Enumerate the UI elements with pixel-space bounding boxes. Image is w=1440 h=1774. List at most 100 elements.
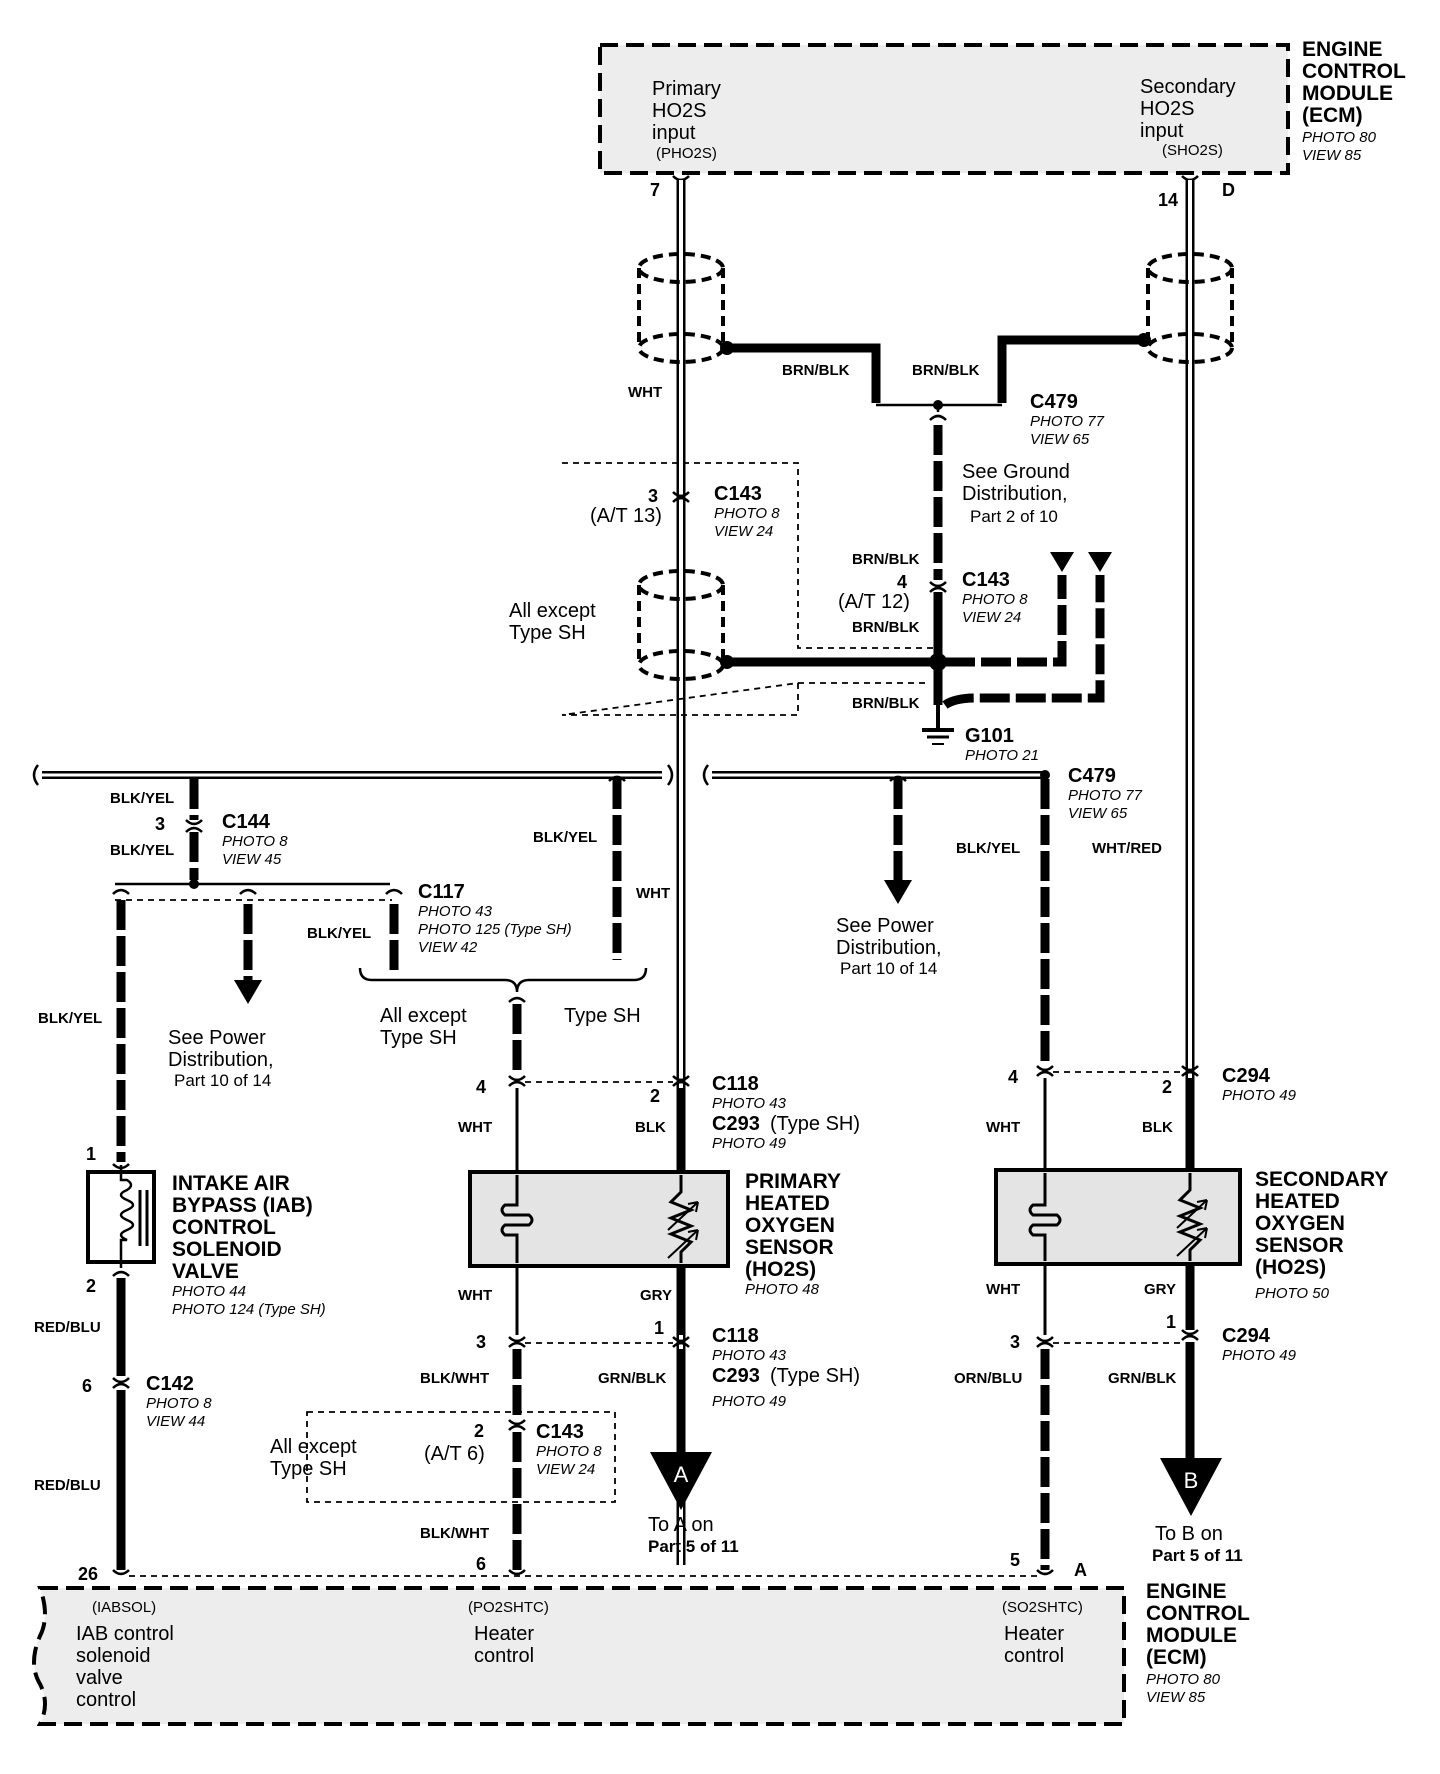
ecm-top-secondary-code: (SHO2S)	[1162, 142, 1223, 159]
pho2s-line3: OXYGEN	[745, 1214, 835, 1237]
sho2s-sensor	[994, 1168, 1242, 1266]
ecm-top-primary-line3: input	[652, 122, 696, 144]
note-power-left-line1: See Power	[168, 1027, 266, 1049]
arrow-a-line1: To A on	[648, 1514, 714, 1536]
c294-bottom-photo: PHOTO 49	[1222, 1347, 1297, 1364]
wire-label-wht-sho2s: WHT	[986, 1119, 1020, 1136]
c293-top-name: C293	[712, 1113, 760, 1135]
wire-ground-branch-2	[942, 575, 1105, 709]
c143-a-photo: PHOTO 8	[714, 505, 780, 522]
ecm-top-connector: D	[1222, 180, 1235, 200]
c118-bottom-pin-left: 3	[476, 1332, 486, 1352]
ground-branch-2-arrow	[1088, 552, 1112, 572]
wire-label-blk-yel-2: BLK/YEL	[110, 842, 174, 859]
c142-terminal	[112, 1377, 130, 1389]
type-selection-terminal	[508, 996, 526, 1003]
iab-terminals	[112, 1163, 130, 1277]
c143-c-pin: 2	[474, 1421, 484, 1441]
sho2s-line4: SENSOR	[1255, 1234, 1344, 1257]
pho2s-variable-arrow-1	[667, 1201, 699, 1231]
c117-name: C117	[418, 881, 465, 903]
ecm-top-pin14-terminal	[1181, 175, 1199, 182]
pho2s-heater-element	[500, 1175, 534, 1263]
wire-label-grn-blk-pho2s: GRN/BLK	[598, 1370, 666, 1387]
note-power-right-line2: Distribution,	[836, 937, 942, 959]
c118-bottom-terminals	[508, 1336, 690, 1348]
sho2s-variable-arrow-1	[1176, 1199, 1208, 1229]
c118-top-terminals	[508, 1075, 690, 1087]
iab-pin-bottom: 2	[86, 1276, 96, 1296]
sho2s-variable-arrow-2	[1176, 1227, 1208, 1257]
shield-middle-drain-node	[720, 655, 734, 669]
wire-blk-yel-bus-right	[702, 764, 1045, 786]
ecm-top-secondary-line2: HO2S	[1140, 98, 1194, 120]
c294-bottom-name: C294	[1222, 1325, 1271, 1347]
arrow-a-line2: Part 5 of 11	[648, 1537, 739, 1556]
ecm-top-pin7-terminal	[672, 175, 690, 182]
ecm-bottom-pin-so2: 5	[1010, 1550, 1020, 1570]
wire-label-gry-pho2s: GRY	[640, 1287, 672, 1304]
c143-b-pin-at: (A/T 12)	[838, 591, 910, 613]
pho2s-sensor	[468, 1170, 730, 1268]
note-ground-line1: See Ground	[962, 461, 1070, 483]
ground-branch-1-arrow	[1050, 552, 1074, 572]
c143-a-pin: 3	[648, 486, 658, 506]
c293-top-photo: PHOTO 49	[712, 1135, 787, 1152]
c143-b-view: VIEW 24	[962, 609, 1021, 626]
wire-blk-yel-bus-left	[32, 764, 674, 786]
note-type-sh: Type SH	[564, 1005, 641, 1027]
dotted-region-all-except-1	[561, 462, 938, 716]
ecm-bottom-title-line4: (ECM)	[1146, 1646, 1207, 1669]
c144-view: VIEW 45	[222, 851, 282, 868]
ecm-bottom-iab-line1: IAB control	[76, 1623, 174, 1645]
wire-label-blk-yel-3: BLK/YEL	[307, 925, 371, 942]
iab-pin-top: 1	[86, 1144, 96, 1164]
c118-bottom-photo: PHOTO 43	[712, 1347, 787, 1364]
arrow-a-letter: A	[674, 1462, 689, 1487]
ecm-bottom-so2-code: (SO2SHTC)	[1002, 1599, 1083, 1616]
wire-label-brn-blk-3: BRN/BLK	[852, 551, 920, 568]
c118-top-pin-left: 4	[476, 1077, 486, 1097]
wire-label-wht-primary: WHT	[628, 384, 662, 401]
c118-top-photo: PHOTO 43	[712, 1095, 787, 1112]
c117-terminals	[112, 888, 403, 895]
c143-a-terminal	[672, 491, 690, 503]
c144-photo: PHOTO 8	[222, 833, 288, 850]
offpage-arrow-a: A	[650, 1452, 712, 1510]
sho2s-line2: HEATED	[1255, 1190, 1340, 1213]
iab-line1: INTAKE AIR	[172, 1172, 290, 1195]
note-power-left-line2: Distribution,	[168, 1049, 274, 1071]
note-all-except-2-line2: Type SH	[380, 1027, 457, 1049]
c294-top-photo: PHOTO 49	[1222, 1087, 1297, 1104]
c143-a-pin-at: (A/T 13)	[590, 505, 662, 527]
iab-line4: SOLENOID	[172, 1238, 282, 1261]
shield-drain-node-right	[1137, 333, 1151, 347]
c293-bottom-name: C293	[712, 1365, 760, 1387]
c479-top-splice-node	[933, 400, 943, 410]
ecm-top-primary-line2: HO2S	[652, 100, 706, 122]
ecm-bottom-connector: A	[1074, 1560, 1087, 1580]
wire-label-blk-wht-1: BLK/WHT	[420, 1370, 489, 1387]
ecm-top-title-line1: ENGINE	[1302, 38, 1383, 61]
ecm-bottom-po2-line1: Heater	[474, 1623, 534, 1645]
bus-terminal-right-branch	[608, 775, 626, 782]
iab-photo: PHOTO 44	[172, 1283, 246, 1300]
ecm-bottom-photo: PHOTO 80	[1146, 1671, 1221, 1688]
sho2s-line5: (HO2S)	[1255, 1256, 1326, 1279]
ecm-top-primary-code: (PHO2S)	[656, 145, 717, 162]
wire-label-gry-sho2s: GRY	[1144, 1281, 1176, 1298]
c293-bottom-photo: PHOTO 49	[712, 1393, 787, 1410]
ecm-bottom-module: (IABSOL) IAB control solenoid valve cont…	[32, 1586, 1126, 1726]
c118-bottom-name: C118	[712, 1325, 759, 1347]
note-all-except-3-line2: Type SH	[270, 1458, 347, 1480]
wire-label-brn-blk-4: BRN/BLK	[852, 619, 920, 636]
arrow-b-line2: Part 5 of 11	[1152, 1546, 1243, 1565]
c118-bottom-pin-right: 1	[654, 1318, 664, 1338]
wire-label-brn-blk-1: BRN/BLK	[782, 362, 850, 379]
wire-label-blk-yel-5: BLK/YEL	[956, 840, 1020, 857]
ecm-top-photo: PHOTO 80	[1302, 129, 1377, 146]
c118-top-pin-right: 2	[650, 1086, 660, 1106]
wire-label-wht-pho2s: WHT	[458, 1119, 492, 1136]
wire-label-grn-blk-sho2s: GRN/BLK	[1108, 1370, 1176, 1387]
